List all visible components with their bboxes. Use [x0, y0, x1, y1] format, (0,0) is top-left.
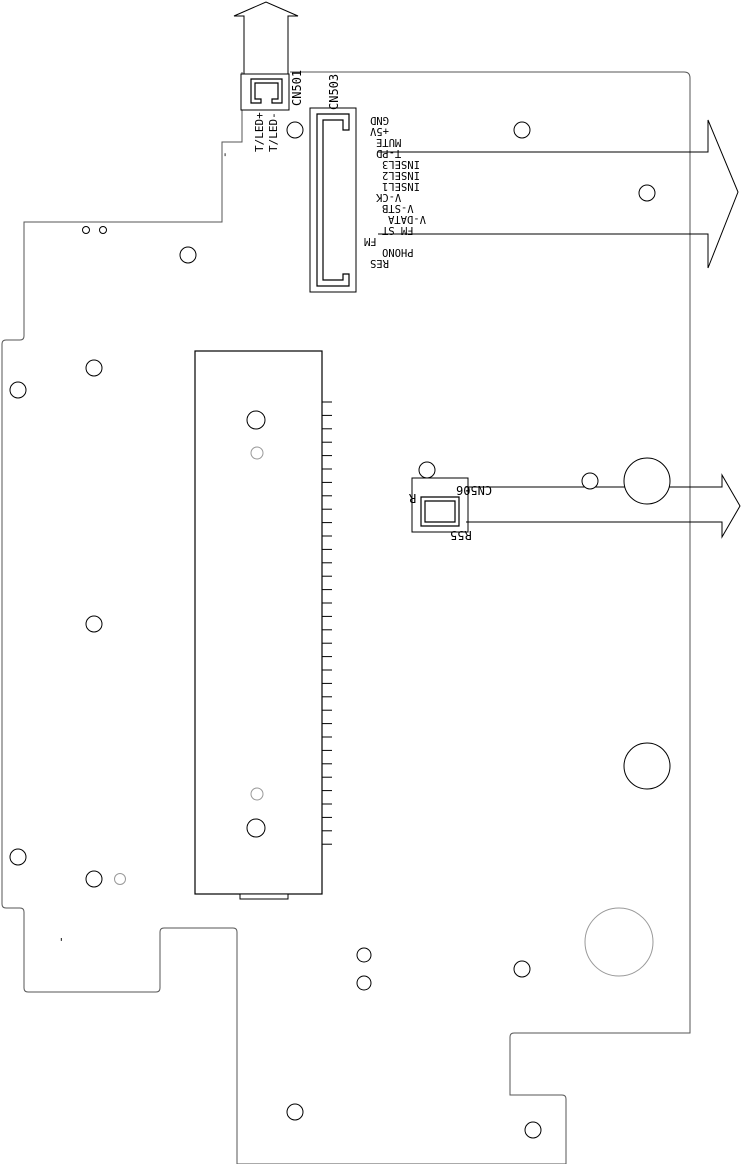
via-hole: [85, 615, 103, 633]
via-hole: [356, 947, 372, 963]
cn503-pin-label: INSEL1: [382, 180, 420, 192]
cn503-pin-label: PHONO: [382, 246, 414, 258]
via-hole: [524, 1121, 542, 1139]
cn503-pin-label: GND: [370, 114, 389, 126]
via-hole: [418, 461, 436, 479]
main-ic-block: [194, 350, 332, 900]
via-hole: [513, 121, 531, 139]
via-hole: [82, 226, 90, 234]
cn503-pin-label: FM ST: [381, 224, 413, 236]
cn506-output-arrow: [466, 473, 741, 539]
cn501-connector: [240, 73, 290, 111]
via-hole: [513, 960, 531, 978]
via-hole: [581, 472, 599, 490]
cn501-pin-label-2: T/LED-: [267, 112, 280, 152]
cn506-pin-label-r55: R55: [450, 528, 472, 542]
via-hole: [114, 873, 126, 885]
cn503-output-arrow: [378, 119, 739, 269]
cn503-pin-label: V-CK: [375, 191, 401, 203]
cn503-pin-label: T-PD: [376, 147, 401, 159]
via-hole: [623, 457, 671, 505]
cn503-pin-label: INSEL2: [382, 169, 420, 181]
pin1-marker-bottom: ': [58, 936, 65, 949]
cn501-output-arrow: [233, 1, 299, 76]
cn503-connector: [309, 107, 357, 293]
cn503-pin-labels: GND +5V MUTE T-PD INSEL3 INSEL2 INSEL1 V…: [364, 114, 426, 269]
cn503-pin-label: MUTE: [376, 136, 401, 148]
cn501-ref-label: CN501: [290, 70, 304, 106]
via-hole: [246, 410, 266, 430]
via-hole: [85, 870, 103, 888]
cn503-pin-label: V-DATA: [387, 213, 426, 225]
via-hole: [250, 446, 264, 460]
via-hole: [286, 121, 304, 139]
via-hole: [356, 975, 372, 991]
via-hole: [9, 848, 27, 866]
cn503-pin-label: FM: [364, 235, 377, 247]
via-hole: [246, 818, 266, 838]
cn503-ref-label: CN503: [327, 74, 341, 110]
cn506-ref-label: CN506: [456, 483, 492, 497]
via-hole: [623, 742, 671, 790]
cn506-connector: [411, 477, 469, 533]
cn503-pin-label: RES: [370, 257, 389, 269]
pin1-marker-top: -: [218, 151, 231, 158]
cn503-pin-label: INSEL3: [382, 158, 420, 170]
via-hole: [286, 1103, 304, 1121]
via-hole: [584, 907, 654, 977]
cn503-pin-label: +5V: [369, 125, 389, 137]
cn506-pin-label-r: R: [408, 491, 416, 505]
via-hole: [179, 246, 197, 264]
via-hole: [99, 226, 107, 234]
mounting-holes: [9, 121, 671, 1139]
cn503-pin-label: V-STB: [382, 202, 414, 214]
cn501-pin-label-1: T/LED+: [253, 112, 266, 152]
via-hole: [9, 381, 27, 399]
via-hole: [250, 787, 264, 801]
board-outline: [1, 71, 691, 1165]
via-hole: [85, 359, 103, 377]
via-hole: [638, 184, 656, 202]
